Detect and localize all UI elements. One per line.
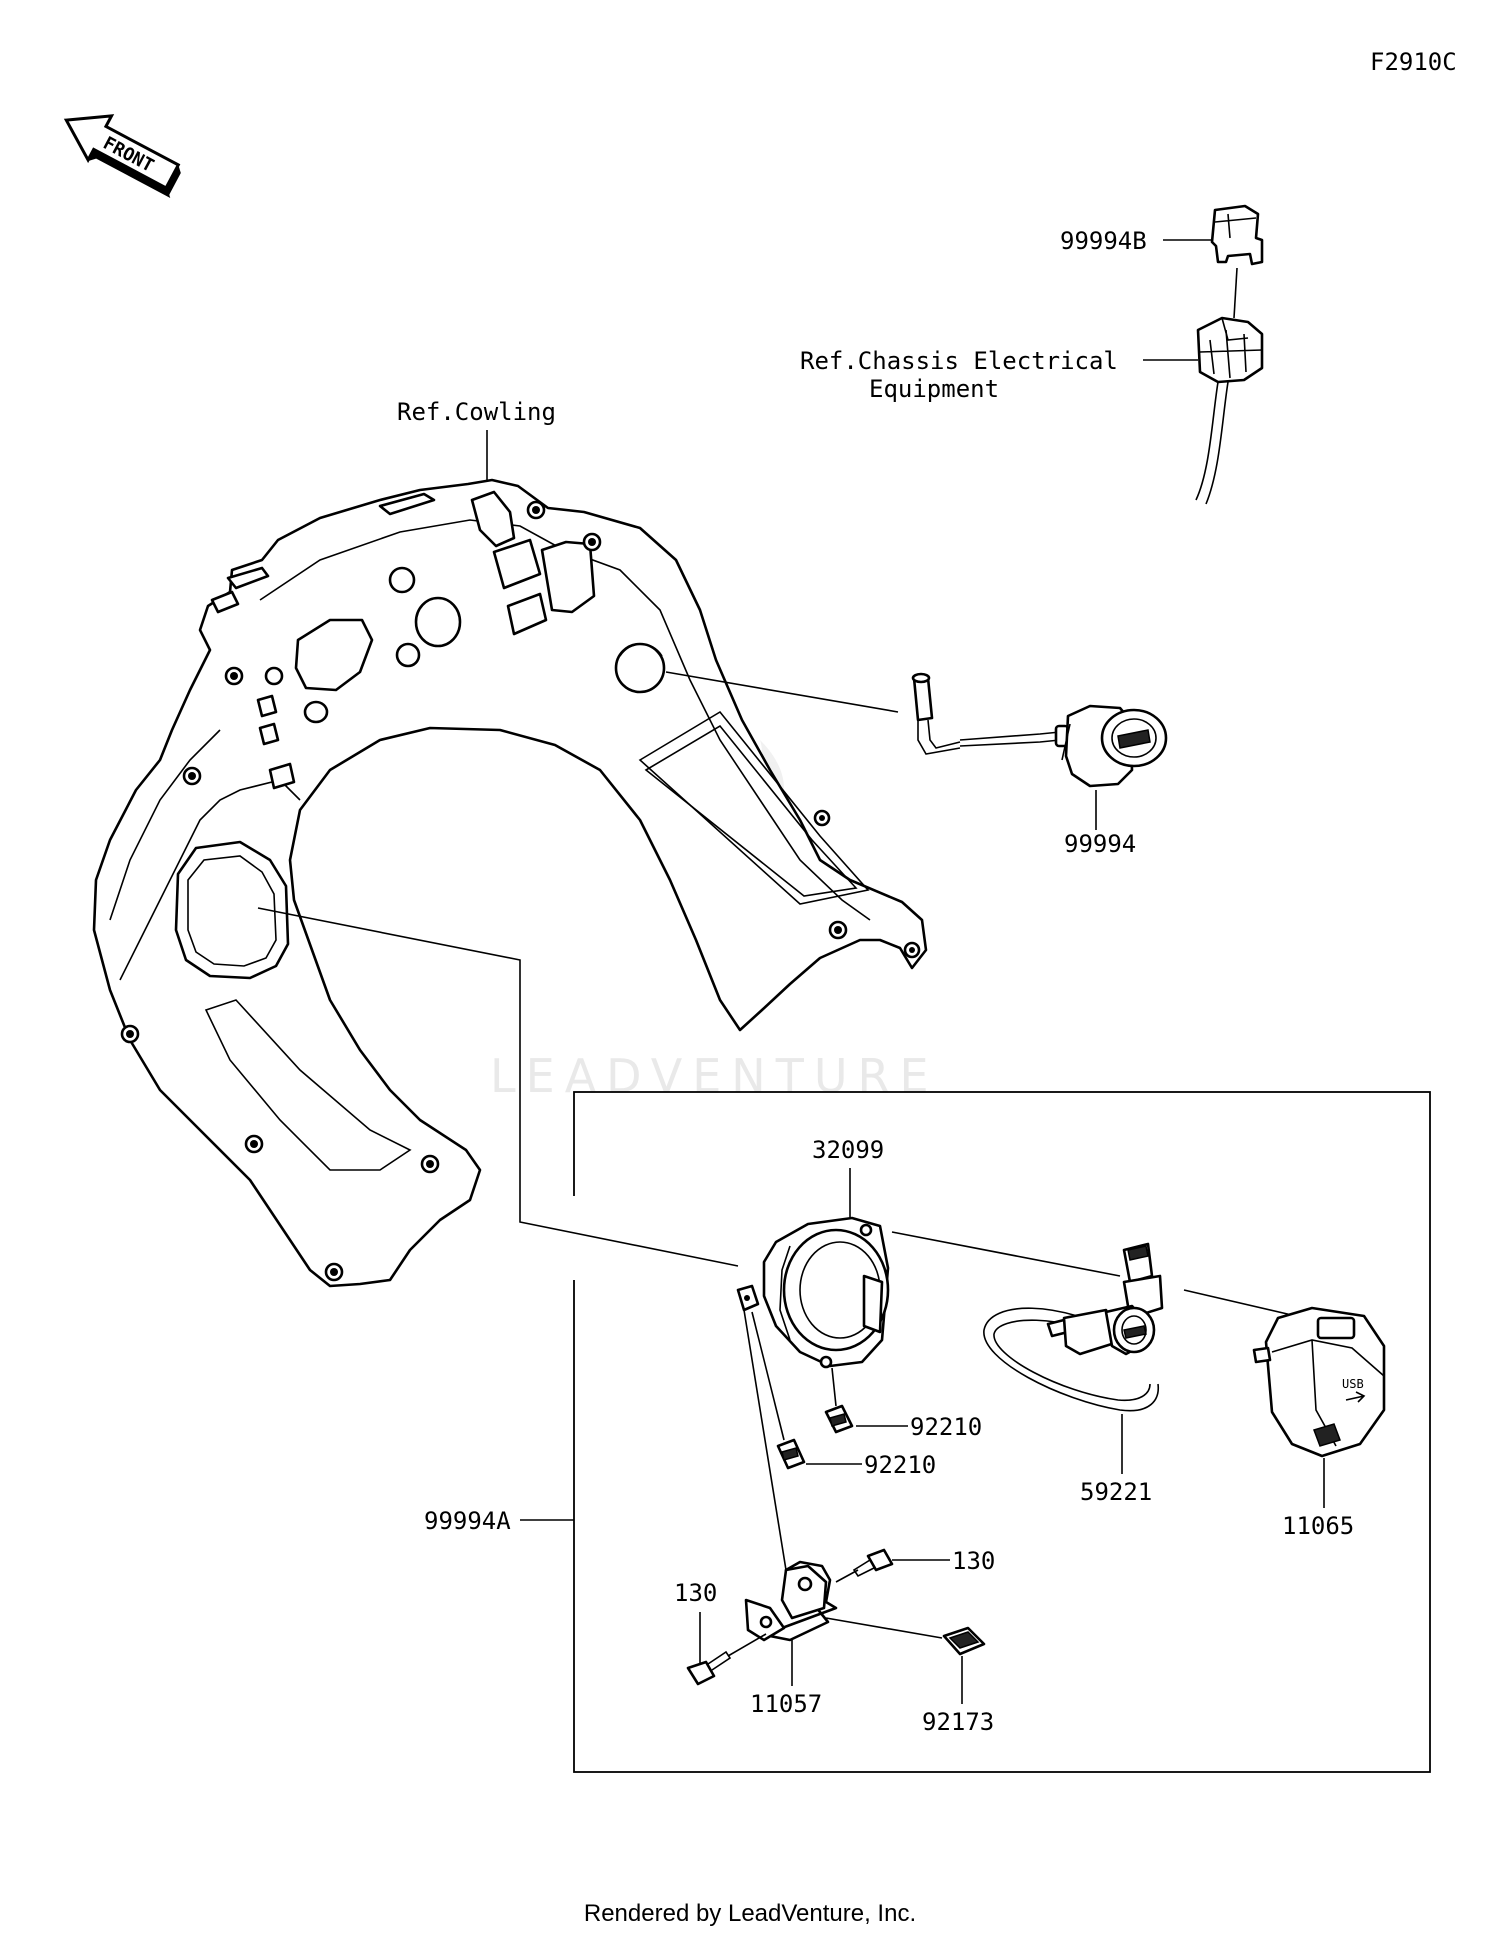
usb-cover-icon: USB bbox=[1252, 1306, 1386, 1458]
harness-connector-icon bbox=[1196, 316, 1264, 384]
ref-cowling-label: Ref.Cowling bbox=[397, 398, 556, 426]
part-label-usb-cover: 11065 bbox=[1282, 1512, 1354, 1540]
part-label-bolt-right: 130 bbox=[952, 1547, 995, 1575]
watermark-text: LEADVENTURE bbox=[490, 1049, 939, 1103]
clip-nut-lower-icon bbox=[776, 1438, 806, 1470]
clip-icon bbox=[942, 1626, 986, 1656]
part-label-relay: 99994B bbox=[1060, 227, 1147, 255]
footer-credit: Rendered by LeadVenture, Inc. bbox=[583, 1900, 917, 1927]
part-label-housing: 32099 bbox=[812, 1136, 884, 1164]
figure-code: F2910C bbox=[1370, 48, 1457, 76]
ref-chassis-label-line2: Equipment bbox=[869, 375, 999, 403]
usb-socket-harness-icon bbox=[983, 1242, 1164, 1412]
accessory-socket-icon bbox=[911, 672, 1168, 788]
bracket-icon bbox=[744, 1560, 838, 1642]
part-label-clip: 92173 bbox=[922, 1708, 994, 1736]
frame-screws bbox=[120, 500, 921, 1282]
part-label-nut-lower: 92210 bbox=[864, 1451, 936, 1479]
bolt-right-icon bbox=[835, 1548, 894, 1583]
relay-icon bbox=[1210, 204, 1264, 266]
part-label-bracket: 11057 bbox=[750, 1690, 822, 1718]
bolt-left-icon bbox=[686, 1650, 732, 1686]
svg-text:USB: USB bbox=[1342, 1377, 1364, 1391]
part-label-bolt-left: 130 bbox=[674, 1579, 717, 1607]
kit-boundary bbox=[573, 1091, 1431, 1773]
part-label-kit: 99994A bbox=[424, 1507, 511, 1535]
usb-housing-icon bbox=[736, 1216, 890, 1369]
cowling-frame bbox=[92, 478, 928, 1288]
part-label-nut-upper: 92210 bbox=[910, 1413, 982, 1441]
part-label-socket-assy: 99994 bbox=[1064, 830, 1136, 858]
part-label-usb-harness: 59221 bbox=[1080, 1478, 1152, 1506]
clip-nut-upper-icon bbox=[824, 1404, 854, 1434]
ref-chassis-label-line1: Ref.Chassis Electrical bbox=[800, 347, 1118, 375]
front-arrow-icon: FRONT bbox=[63, 114, 181, 199]
